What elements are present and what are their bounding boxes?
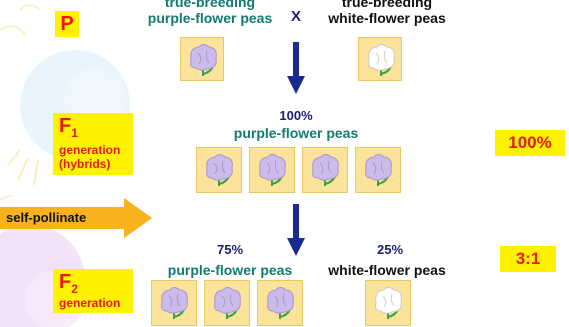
self-pollinate-label: self-pollinate <box>2 210 128 226</box>
white-flower-tile <box>358 37 402 81</box>
down-arrow-icon <box>286 42 306 94</box>
f1-generation-label: F1 generation (hybrids) <box>53 113 133 175</box>
f2-white-description: white-flower peas <box>312 262 462 278</box>
purple-flower-icon <box>181 38 225 82</box>
purple-flower-icon <box>152 281 196 325</box>
f2-white-percent: 25% <box>360 242 420 258</box>
f2-purple-percent: 75% <box>200 242 260 258</box>
f1-description: purple-flower peas <box>196 125 396 141</box>
f1-label-letter: F <box>59 115 71 137</box>
purple-flower-icon <box>250 148 294 192</box>
f2-white-tile <box>365 280 411 326</box>
white-flower-icon <box>359 38 403 82</box>
white-flower-icon <box>366 281 410 325</box>
f2-ratio-badge: 3:1 <box>500 246 556 272</box>
f2-label-letter: F <box>59 271 71 293</box>
f1-label-hybrids: (hybrids) <box>59 157 110 171</box>
p-generation-label: P <box>55 11 79 37</box>
f2-label-subscript: 2 <box>71 282 78 296</box>
f2-purple-description: purple-flower peas <box>140 262 320 278</box>
left-parent-line2: purple-flower peas <box>135 10 285 26</box>
f1-label-generation: generation <box>59 143 120 157</box>
right-parent-text: true-breeding white-flower peas <box>312 0 462 26</box>
purple-flower-icon <box>356 148 400 192</box>
right-parent-line1: true-breeding <box>312 0 462 10</box>
purple-flower-icon <box>303 148 347 192</box>
cross-symbol: X <box>286 9 306 25</box>
f2-purple-tile-3 <box>257 280 303 326</box>
f2-label-generation: generation <box>59 296 120 310</box>
purple-flower-icon <box>205 281 249 325</box>
purple-flower-icon <box>258 281 302 325</box>
left-parent-text: true-breeding purple-flower peas <box>135 0 285 26</box>
down-arrow-icon <box>286 204 306 256</box>
f2-generation-label: F2 generation <box>53 269 133 313</box>
f2-purple-tile-1 <box>151 280 197 326</box>
f1-purple-tile-2 <box>249 147 295 193</box>
purple-flower-tile <box>180 37 224 81</box>
f2-purple-tile-2 <box>204 280 250 326</box>
f1-purple-tile-3 <box>302 147 348 193</box>
f1-purple-tile-4 <box>355 147 401 193</box>
f1-purple-tile-1 <box>196 147 242 193</box>
f1-ratio-badge: 100% <box>495 130 565 156</box>
right-parent-line2: white-flower peas <box>312 10 462 26</box>
f1-label-subscript: 1 <box>71 126 78 140</box>
f1-percent: 100% <box>246 108 346 124</box>
purple-flower-icon <box>197 148 241 192</box>
left-parent-line1: true-breeding <box>135 0 285 10</box>
p-label-text: P <box>60 13 73 35</box>
